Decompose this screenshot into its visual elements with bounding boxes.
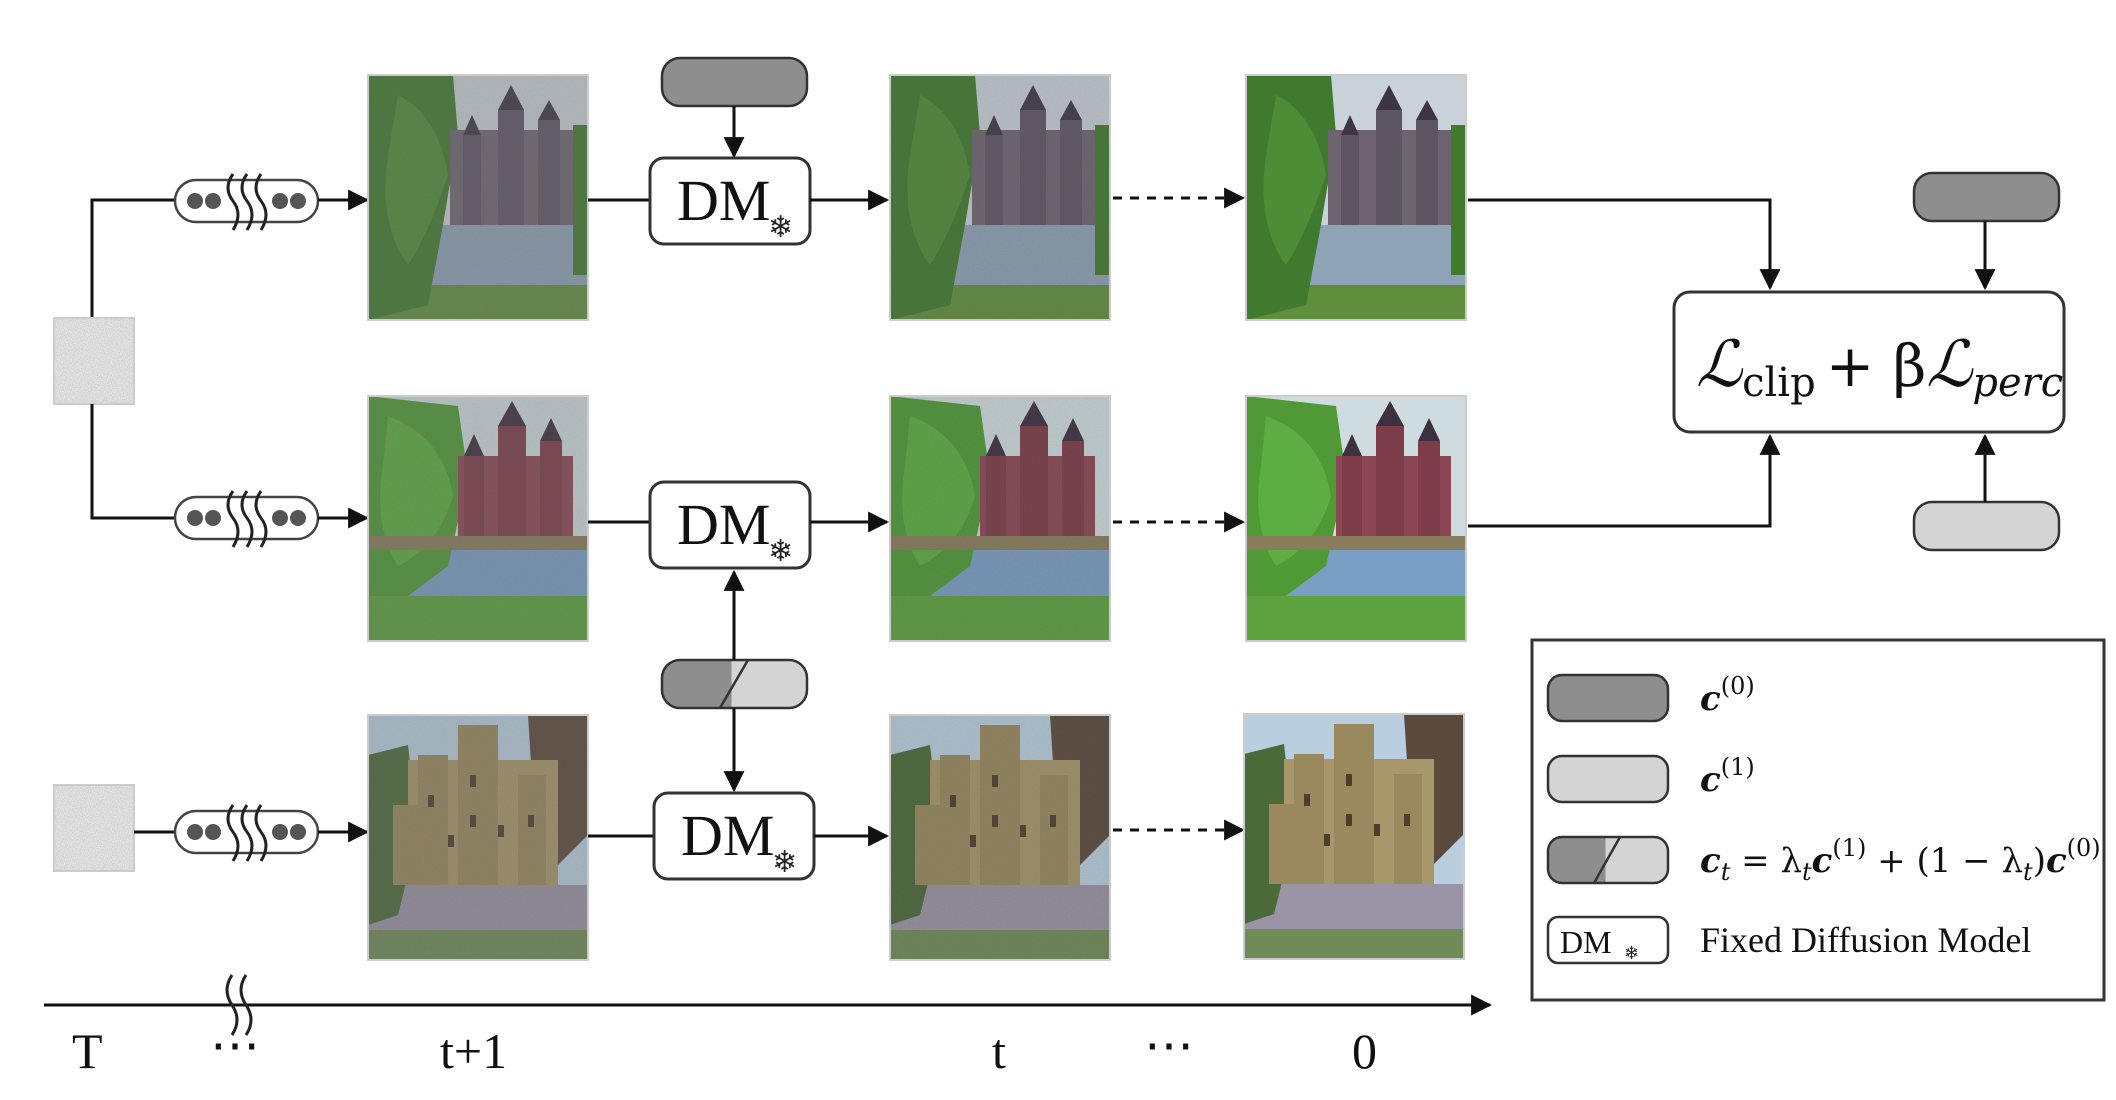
tick-t: t xyxy=(992,1023,1006,1079)
dm-label: DM xyxy=(677,168,770,233)
skip-steps-icon xyxy=(173,804,320,862)
image-row3-step-t1 xyxy=(367,714,589,961)
image-row1-step-t1 xyxy=(367,74,589,321)
legend-swatch-dm: DM ❄ xyxy=(1546,915,1670,965)
row-3: DM ❄ xyxy=(53,713,1465,961)
dm-label: DM xyxy=(681,803,774,868)
noise-input-bottom xyxy=(53,784,135,872)
legend-c0: c(0) xyxy=(1700,672,1755,719)
axis-break-icon xyxy=(225,974,253,1036)
svg-text:DM: DM xyxy=(1560,924,1612,960)
condition-c0-loss xyxy=(1912,171,2061,223)
loss-block: ℒclip+ βℒperc xyxy=(1672,290,2066,434)
legend-c1: c(1) xyxy=(1700,753,1755,800)
image-row3-step-t xyxy=(889,714,1111,961)
dm-block-row3: DM ❄ xyxy=(652,791,816,881)
tick-T: T xyxy=(72,1023,103,1079)
dm-block-row1: DM ❄ xyxy=(648,156,812,246)
legend-swatch-c0 xyxy=(1546,673,1670,723)
image-row2-step-t1 xyxy=(367,395,589,642)
tick-t-plus-1: t+1 xyxy=(440,1023,507,1079)
image-row2-step-t xyxy=(889,395,1111,642)
dm-block-row2: DM ❄ xyxy=(648,480,812,570)
condition-c0-top xyxy=(660,56,809,108)
connector-noise-to-row2 xyxy=(90,404,175,520)
skip-steps-icon xyxy=(173,173,320,231)
legend-ct-formula: ct = λtc(1) + (1 − λt)c(0) xyxy=(1700,834,2101,886)
dm-label: DM xyxy=(677,492,770,557)
connector-noise-to-row1 xyxy=(90,198,175,318)
noise-input-top xyxy=(53,317,135,405)
tick-0: 0 xyxy=(1352,1023,1377,1079)
legend-fixed-diffusion-model: Fixed Diffusion Model xyxy=(1700,920,2031,960)
image-row2-step-0 xyxy=(1245,395,1467,642)
condition-c1-loss xyxy=(1912,500,2061,552)
legend-swatch-c1 xyxy=(1546,754,1670,804)
snowflake-icon: ❄ xyxy=(772,845,797,880)
tick-ellipsis-1: ⋯ xyxy=(210,1017,260,1073)
condition-ct-interpolated xyxy=(660,658,809,710)
image-row3-step-0 xyxy=(1243,713,1465,960)
snowflake-icon: ❄ xyxy=(768,210,793,245)
snowflake-icon: ❄ xyxy=(1624,943,1639,964)
snowflake-icon: ❄ xyxy=(768,534,793,569)
time-axis: T ⋯ t+1 t ⋯ 0 xyxy=(44,974,1493,1079)
legend: c(0) c(1) ct = λtc(1) + (1 − λt)c(0) DM … xyxy=(1530,638,2106,1002)
loss-formula: ℒclip+ βℒperc xyxy=(1696,328,2063,406)
tick-ellipsis-2: ⋯ xyxy=(1144,1017,1194,1073)
row-1: DM ❄ xyxy=(90,56,1781,321)
image-row1-step-t xyxy=(889,74,1111,321)
image-row1-step-0 xyxy=(1245,74,1467,321)
skip-steps-icon xyxy=(173,490,320,548)
legend-swatch-ct xyxy=(1546,835,1670,885)
row-2: DM ❄ xyxy=(90,395,1781,642)
